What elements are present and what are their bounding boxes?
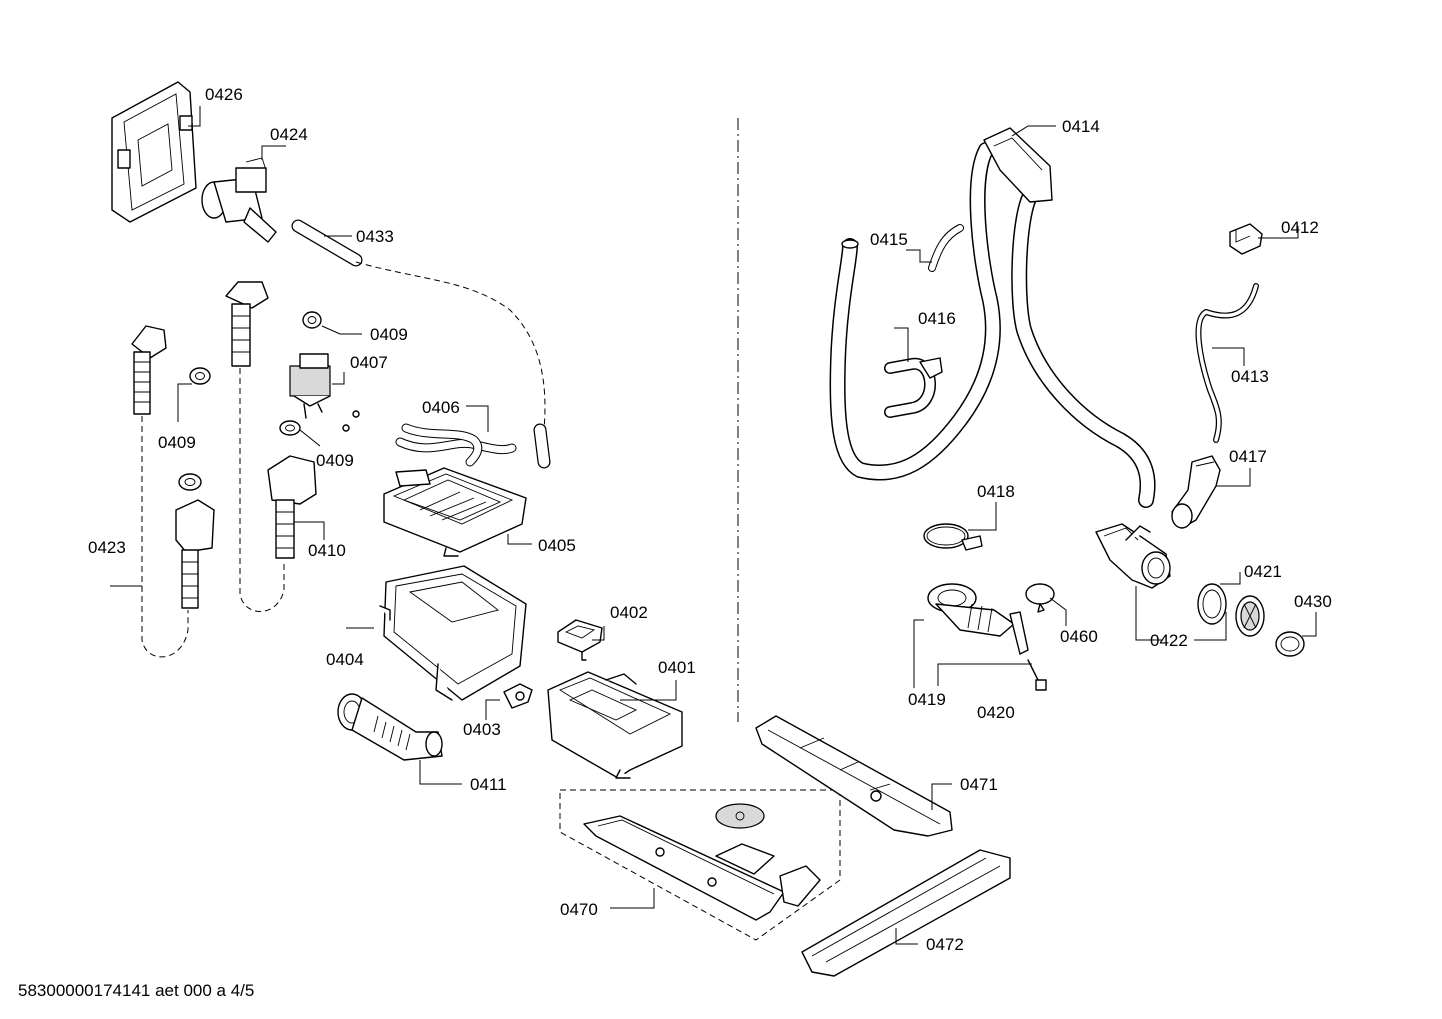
label-0411: 0411 xyxy=(470,775,507,794)
label-0409-a: 0409 xyxy=(370,325,408,344)
part-0403-siphon[interactable] xyxy=(503,683,533,709)
part-0412-pressure-switch[interactable] xyxy=(1229,223,1263,255)
label-0421: 0421 xyxy=(1244,562,1282,581)
label-0422: 0422 xyxy=(1150,631,1188,650)
label-0409-b: 0409 xyxy=(158,433,196,452)
label-0413: 0413 xyxy=(1231,367,1269,386)
part-0414-drain-hose[interactable] xyxy=(829,127,1156,508)
part-0411-bellows-hose[interactable] xyxy=(337,693,443,761)
label-0416: 0416 xyxy=(918,309,956,328)
part-0471-support-rail[interactable] xyxy=(755,715,953,837)
label-0402: 0402 xyxy=(610,603,648,622)
part-0416-hose-bracket[interactable] xyxy=(884,357,943,418)
part-0421-seal-ring[interactable] xyxy=(1197,583,1227,625)
label-0460: 0460 xyxy=(1060,627,1098,646)
part-0419-sump-hose[interactable] xyxy=(927,583,1029,655)
label-0470: 0470 xyxy=(560,900,598,919)
label-0410: 0410 xyxy=(308,541,346,560)
label-0419: 0419 xyxy=(908,690,946,709)
part-0424-inlet-valve[interactable] xyxy=(201,157,277,243)
part-0421-pump-filter[interactable] xyxy=(1235,595,1265,637)
label-0405: 0405 xyxy=(538,536,576,555)
label-0401: 0401 xyxy=(658,658,696,677)
part-0417-air-chamber[interactable] xyxy=(1171,455,1221,529)
part-0409-washer-b[interactable] xyxy=(189,367,211,385)
label-0407: 0407 xyxy=(350,353,388,372)
part-0402-siphon-cap[interactable] xyxy=(557,619,603,661)
part-0401-detergent-drawer[interactable] xyxy=(547,671,683,779)
label-0472: 0472 xyxy=(926,935,964,954)
label-0424: 0424 xyxy=(270,125,308,144)
part-0415-vent-hose[interactable] xyxy=(928,224,964,272)
label-0404: 0404 xyxy=(326,650,364,669)
label-0418: 0418 xyxy=(977,482,1015,501)
label-0403: 0403 xyxy=(463,720,501,739)
part-0407-solenoid-valve[interactable] xyxy=(289,353,360,432)
part-labels: 0426 0424 0433 0409 0407 0409 0409 0406 … xyxy=(88,85,1332,954)
drawing-reference-footer: 58300000174141 aet 000 a 4/5 xyxy=(18,981,255,1000)
part-0460-hose-clamp[interactable] xyxy=(1025,583,1055,613)
part-0404-detergent-drawer-housing[interactable] xyxy=(379,565,527,701)
part-0409-washer-c[interactable] xyxy=(178,420,301,491)
part-0422-drain-pump[interactable] xyxy=(1095,523,1171,589)
part-0413-pressure-tube[interactable] xyxy=(1195,283,1259,443)
part-0409-washer-a[interactable] xyxy=(302,311,322,329)
label-0406: 0406 xyxy=(422,398,460,417)
part-0470-base-cover[interactable] xyxy=(559,789,841,941)
part-0418-clamp[interactable] xyxy=(923,523,983,551)
part-0433-hose[interactable] xyxy=(291,219,551,469)
label-0409-c: 0409 xyxy=(316,451,354,470)
label-0415: 0415 xyxy=(870,230,908,249)
label-0426: 0426 xyxy=(205,85,243,104)
label-0414: 0414 xyxy=(1062,117,1100,136)
label-0433: 0433 xyxy=(356,227,394,246)
label-0430: 0430 xyxy=(1294,592,1332,611)
part-0423-hose-left[interactable] xyxy=(131,325,215,658)
part-0405-dispenser-frame[interactable] xyxy=(383,467,527,557)
part-0406-connecting-hoses[interactable] xyxy=(395,423,517,467)
label-0471: 0471 xyxy=(960,775,998,794)
label-0412: 0412 xyxy=(1281,218,1319,237)
label-0423: 0423 xyxy=(88,538,126,557)
part-0426-mounting-plate[interactable] xyxy=(111,81,197,223)
label-0420: 0420 xyxy=(977,703,1015,722)
part-0430-filter-cap[interactable] xyxy=(1275,631,1305,657)
part-0410-hose[interactable] xyxy=(225,281,317,612)
label-0417: 0417 xyxy=(1229,447,1267,466)
part-0472-base-strip[interactable] xyxy=(801,849,1011,977)
